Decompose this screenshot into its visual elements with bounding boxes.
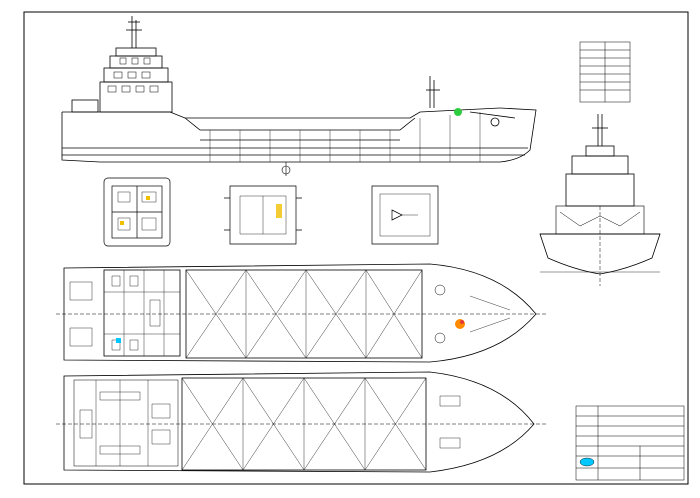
company-logo-icon <box>579 457 595 467</box>
deckhouse-plan-1 <box>103 177 171 247</box>
deckhouse-yellow-fitting <box>276 204 282 218</box>
deckhouse-plan-2 <box>224 185 302 245</box>
deckhouse-plan-3 <box>371 185 439 245</box>
particulars-table <box>579 41 631 103</box>
deckhouse-yellow-mark-1 <box>120 221 124 225</box>
deck-cyan-mark <box>116 338 121 343</box>
body-plan-view <box>539 114 661 286</box>
main-deck-plan <box>56 263 548 363</box>
windlass-inner-marker <box>460 320 464 324</box>
centerline-symbol <box>281 165 291 175</box>
deckhouse-yellow-mark-2 <box>146 196 150 200</box>
tank-top-plan <box>56 371 548 473</box>
profile-view <box>61 16 537 163</box>
profile-green-marker <box>454 108 462 116</box>
title-block <box>575 405 685 481</box>
sheet-border <box>23 11 689 485</box>
windlass-marker <box>455 319 465 329</box>
